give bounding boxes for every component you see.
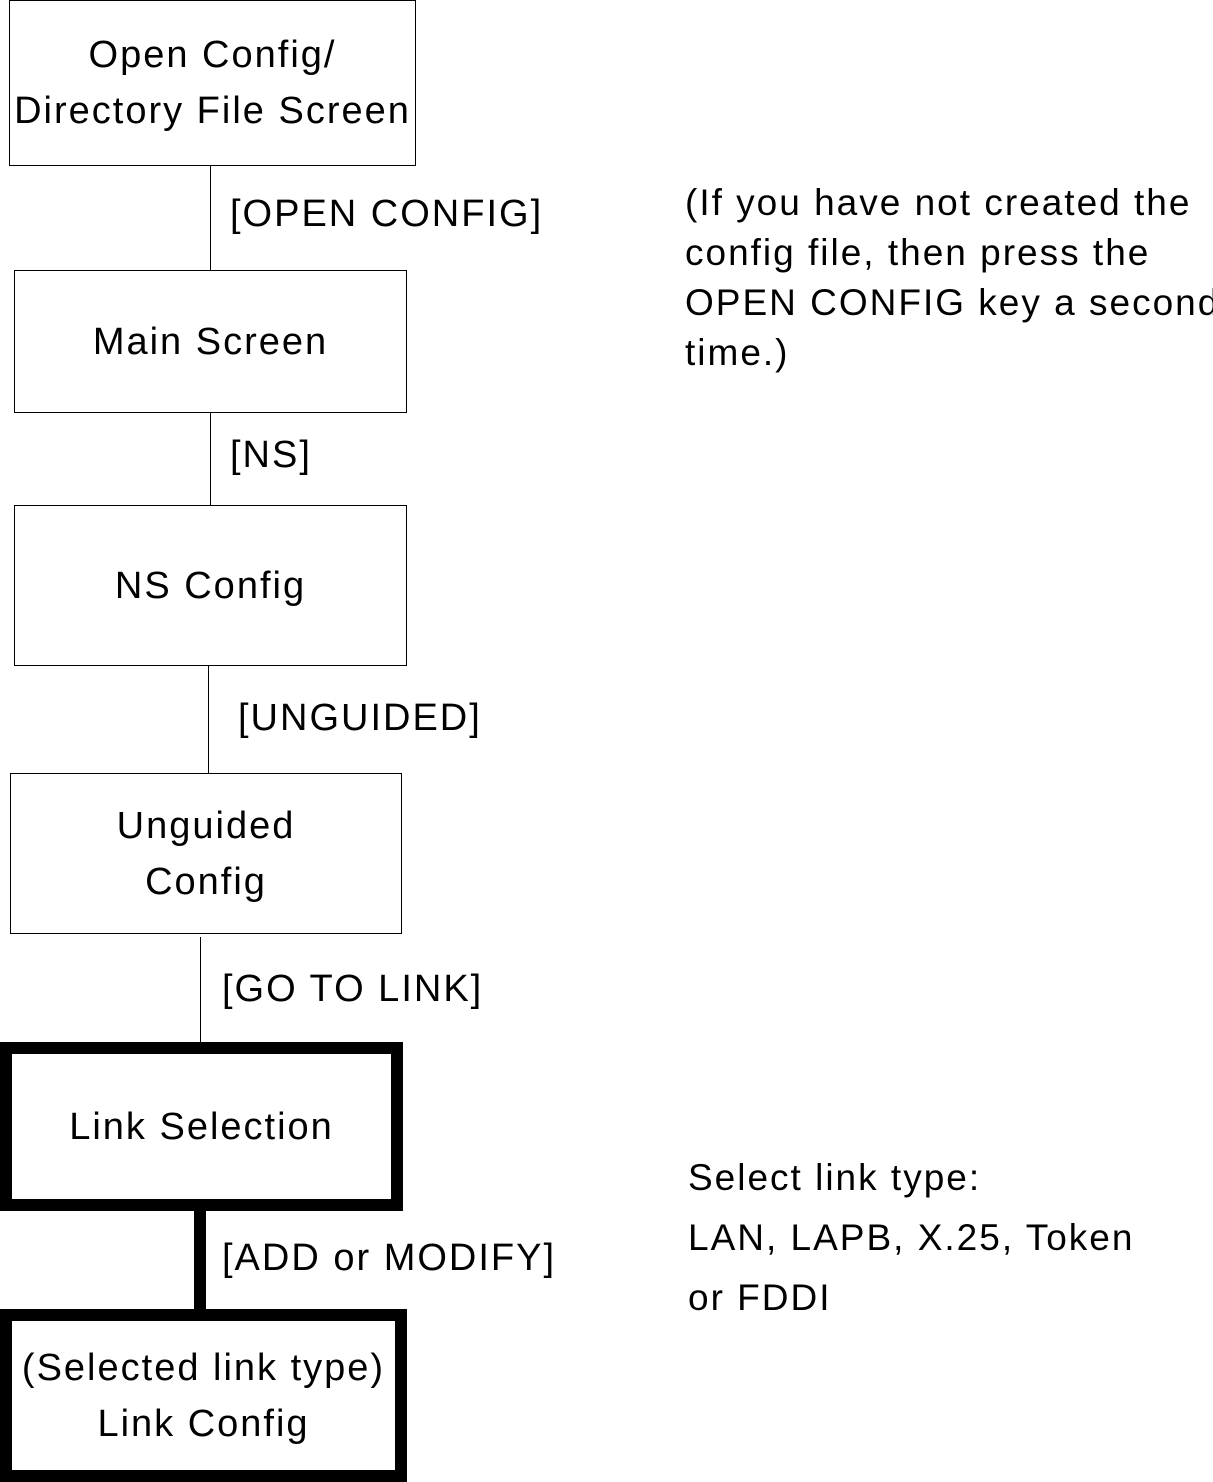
edge-label-go-to-link: [GO TO LINK] — [222, 968, 484, 1010]
node-link-config-line1: (Selected link type) — [21, 1346, 386, 1389]
note-open-config-line2: config file, then press the — [685, 232, 1151, 273]
node-main-screen-label: Main Screen — [92, 320, 329, 363]
node-main-screen: Main Screen — [14, 270, 407, 413]
edge-label-add-or-modify: [ADD or MODIFY] — [222, 1237, 557, 1279]
node-unguided-config: Unguided Config — [10, 773, 402, 934]
note-open-config-line1: (If you have not created the — [685, 182, 1192, 223]
note-link-type-line3: or FDDI — [688, 1277, 832, 1318]
node-link-selection: Link Selection — [0, 1042, 403, 1211]
node-link-selection-label: Link Selection — [69, 1105, 334, 1148]
node-link-config-line2: Link Config — [97, 1402, 310, 1445]
connector-ns-config-to-unguided — [208, 665, 209, 773]
edge-label-ns: [NS] — [230, 434, 312, 476]
note-link-type-line2: LAN, LAPB, X.25, Token — [688, 1217, 1135, 1258]
note-link-type-line1: Select link type: — [688, 1157, 982, 1198]
node-open-config-directory: Open Config/ Directory File Screen — [9, 0, 416, 166]
note-open-config-line4: time.) — [685, 332, 790, 373]
node-unguided-config-line2: Config — [145, 860, 267, 903]
node-open-config-line2: Directory File Screen — [14, 90, 411, 132]
node-ns-config-label: NS Config — [114, 564, 307, 607]
note-link-type-hint: Select link type: LAN, LAPB, X.25, Token… — [688, 1148, 1134, 1328]
connector-open-config-to-main — [210, 165, 211, 270]
node-ns-config: NS Config — [14, 505, 407, 666]
connector-unguided-to-link-selection — [200, 937, 201, 1042]
note-open-config-line3: OPEN CONFIG key a second — [685, 282, 1213, 323]
edge-label-unguided: [UNGUIDED] — [238, 697, 482, 739]
node-unguided-config-line1: Unguided — [116, 804, 296, 847]
node-link-config: (Selected link type) Link Config — [0, 1309, 407, 1482]
connector-main-to-ns-config — [210, 412, 211, 505]
note-open-config-hint: (If you have not created the config file… — [685, 178, 1213, 378]
connector-link-selection-to-link-config — [194, 1205, 206, 1315]
node-open-config-line1: Open Config/ — [88, 34, 337, 76]
edge-label-open-config: [OPEN CONFIG] — [230, 193, 544, 235]
